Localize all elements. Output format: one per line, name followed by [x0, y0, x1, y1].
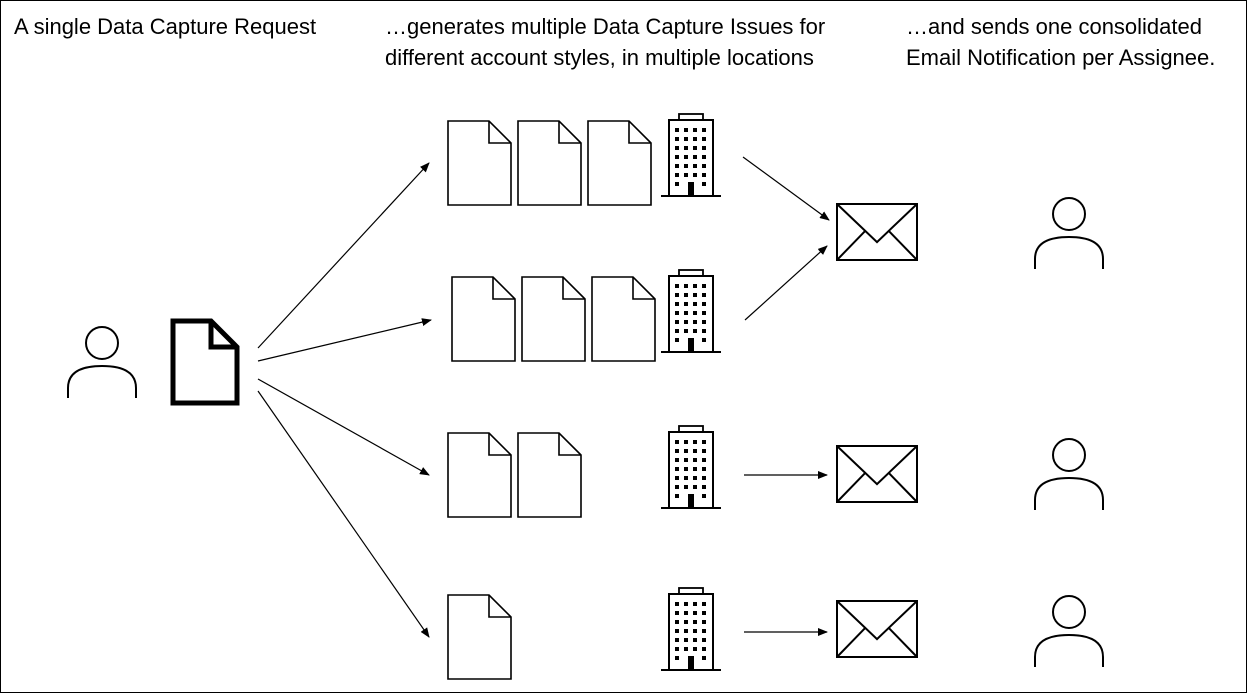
envelope-icon [836, 445, 918, 503]
person-icon [1034, 438, 1104, 510]
building-icon [661, 113, 721, 197]
envelope-icon [836, 203, 918, 261]
notification-caption: …and sends one consolidated Email Notifi… [906, 14, 1216, 70]
flow-arrow [257, 378, 430, 476]
document-icon [451, 276, 516, 362]
issues-caption: …generates multiple Data Capture Issues … [385, 14, 826, 70]
person-icon [1034, 197, 1104, 269]
building-icon [661, 269, 721, 353]
document-icon [447, 120, 512, 206]
document-icon [587, 120, 652, 206]
document-icon [447, 594, 512, 680]
document-icon [517, 432, 582, 518]
person-icon [1034, 595, 1104, 667]
building-icon [661, 425, 721, 509]
flow-arrow [257, 390, 430, 638]
flow-arrow [744, 245, 828, 321]
person-icon [67, 326, 137, 398]
document-icon [521, 276, 586, 362]
flow-arrow [257, 318, 432, 362]
document-icon [591, 276, 656, 362]
flow-arrow [742, 156, 830, 221]
request-caption: A single Data Capture Request [14, 14, 317, 39]
building-icon [661, 587, 721, 671]
envelope-icon [836, 600, 918, 658]
document-icon [170, 318, 240, 406]
flow-arrow [257, 162, 430, 349]
document-icon [517, 120, 582, 206]
document-icon [447, 432, 512, 518]
